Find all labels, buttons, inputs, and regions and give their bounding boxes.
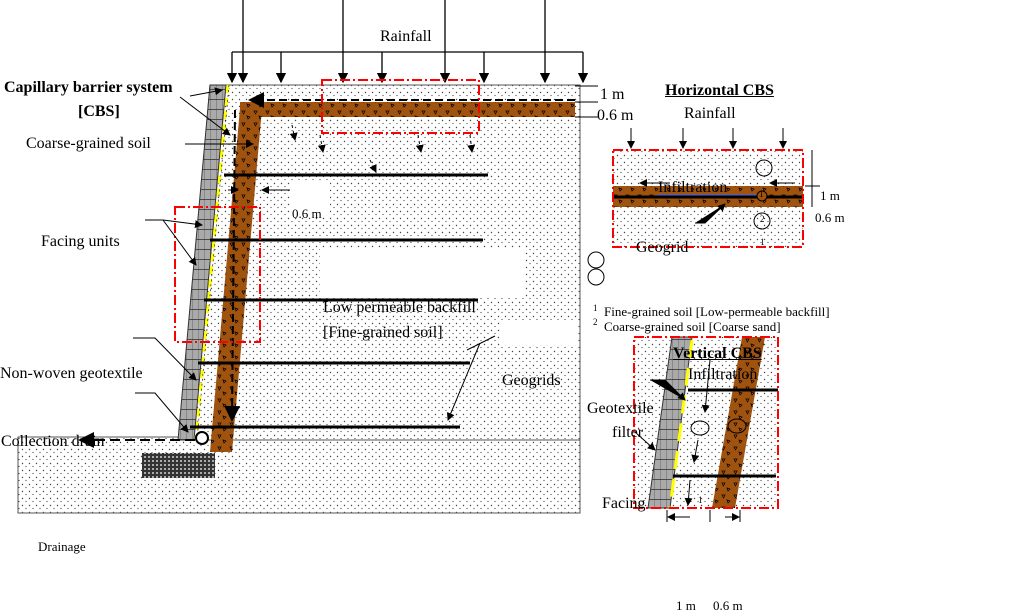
backfill-label-line1: Low permeable backfill xyxy=(323,299,476,316)
legend-marker: 2 xyxy=(593,317,598,327)
foundation-soil xyxy=(17,436,581,514)
vertical-cbs-inset xyxy=(633,336,779,522)
legend-marker: 1 xyxy=(593,303,598,313)
vertical-cbs-title: Vertical CBS xyxy=(673,345,762,362)
marker-1-vertical: 1 xyxy=(698,495,703,505)
collection-drain-pipe xyxy=(195,431,209,445)
rainfall-label: Rainfall xyxy=(380,28,432,45)
dim-1m: 1 m xyxy=(600,86,625,103)
horizontal-infiltration-label: Infiltration xyxy=(658,179,728,196)
horizontal-dim-1m: 1 m xyxy=(820,188,840,203)
vertical-dim-1m: 1 m xyxy=(676,598,696,613)
dim-06m: 0.6 m xyxy=(597,107,634,124)
legend-label: Coarse-grained soil [Coarse sand] xyxy=(604,319,781,334)
cbs-title-line1: Capillary barrier system xyxy=(4,79,173,96)
marker-1b: 1 xyxy=(760,237,765,247)
geotextile-label-line2: filter xyxy=(612,424,644,441)
highlight-vertical xyxy=(174,206,261,343)
horizontal-coarse-layer xyxy=(240,102,575,117)
highlight-horizontal xyxy=(321,79,480,134)
marker-1: 1 xyxy=(759,189,764,199)
vertical-coarse-column xyxy=(210,108,262,452)
geotextile-label-line1: Geotextile xyxy=(587,400,654,417)
cbs-title-line2: [CBS] xyxy=(78,103,120,120)
dim-06m-inner: 0.6 m xyxy=(292,206,322,221)
vertical-dim-06m: 0.6 m xyxy=(713,598,743,613)
horizontal-dim-06m: 0.6 m xyxy=(815,210,845,225)
backfill-label-line2: [Fine-grained soil] xyxy=(323,324,443,341)
geogrids-label: Geogrids xyxy=(502,372,561,389)
horizontal-cbs-title: Horizontal CBS xyxy=(665,82,774,99)
facing-units-label: Facing units xyxy=(41,233,120,250)
legend-label: Fine-grained soil [Low-permeable backfil… xyxy=(604,304,830,319)
geogrid-label: Geogrid xyxy=(636,239,689,256)
collection-drain-label: Collection drain xyxy=(1,433,105,450)
drainage-block xyxy=(142,453,215,478)
horizontal-rainfall-label: Rainfall xyxy=(684,105,736,122)
rainfall-arrows xyxy=(226,0,589,84)
vertical-infiltration-label: Infiltration xyxy=(688,366,758,383)
facing-label: Facing xyxy=(602,495,646,512)
coarse-soil-label: Coarse-grained soil xyxy=(26,135,151,152)
geogrids xyxy=(190,173,488,429)
marker-2: 2 xyxy=(760,214,765,224)
drainage-label: Drainage xyxy=(38,539,86,554)
horizontal-cbs-inset xyxy=(612,128,820,248)
nonwoven-label: Non-woven geotextile xyxy=(0,365,143,382)
